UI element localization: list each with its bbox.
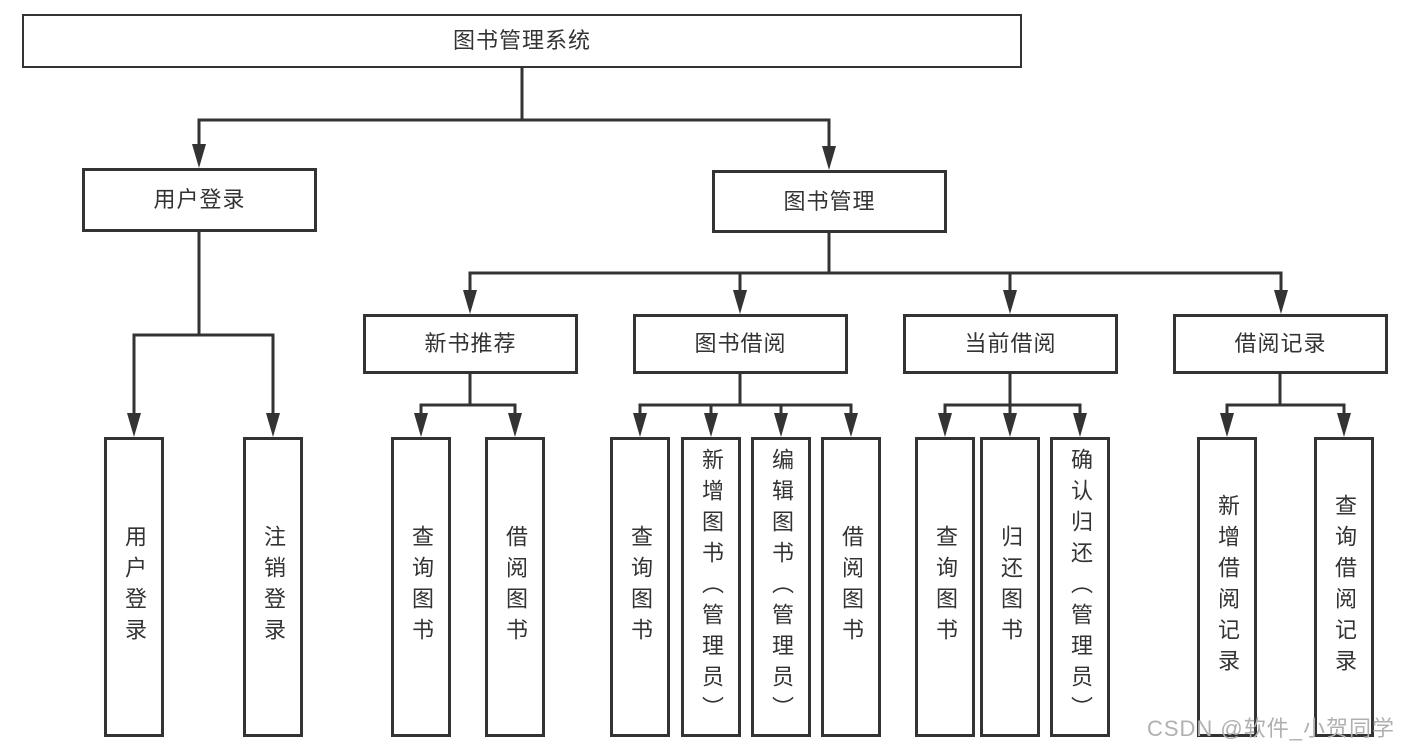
node-label: 借阅图书 [503,525,528,649]
node-label: 图书管理 [783,188,876,214]
leaf-add-books-admin: 新增图书（管理员） [681,437,741,737]
node-new-book-recommend: 新书推荐 [363,314,578,374]
leaf-query-borrow-record: 查询借阅记录 [1314,437,1374,737]
leaf-logout: 注销登录 [243,437,303,737]
node-label: 图书管理系统 [452,28,591,53]
node-label: 用户登录 [153,187,246,212]
node-label: 归还图书 [998,525,1023,649]
leaf-query-books-current: 查询图书 [915,437,975,737]
node-label: 编辑图书（管理员） [769,447,794,727]
node-label: 注销登录 [261,525,286,649]
leaf-query-books-borrow: 查询图书 [610,437,670,737]
node-label: 查询图书 [628,525,653,649]
node-book-management: 图书管理 [712,170,947,233]
node-label: 借阅记录 [1234,331,1327,356]
node-label: 用户登录 [122,525,147,649]
csdn-watermark: CSDN @软件_小贺同学 [1146,716,1395,741]
node-label: 新书推荐 [424,331,517,356]
node-label: 新增图书（管理员） [699,447,724,727]
node-book-management-system: 图书管理系统 [22,14,1022,68]
node-label: 图书借阅 [694,331,787,356]
node-label: 查询借阅记录 [1332,494,1357,680]
node-label: 查询图书 [933,525,958,649]
node-current-borrow: 当前借阅 [903,314,1118,374]
leaf-user-login: 用户登录 [104,437,164,737]
leaf-borrow-books-borrow: 借阅图书 [821,437,881,737]
leaf-query-books-newbook: 查询图书 [391,437,451,737]
leaf-add-borrow-record: 新增借阅记录 [1197,437,1257,737]
node-label: 借阅图书 [839,525,864,649]
leaf-borrow-books-newbook: 借阅图书 [485,437,545,737]
leaf-edit-books-admin: 编辑图书（管理员） [751,437,811,737]
node-label: 新增借阅记录 [1215,494,1240,680]
node-borrow-records: 借阅记录 [1173,314,1388,374]
leaf-confirm-return-admin: 确认归还（管理员） [1050,437,1110,737]
node-label: 确认归还（管理员） [1068,447,1093,727]
node-label: 当前借阅 [964,331,1057,356]
node-book-borrow: 图书借阅 [633,314,848,374]
leaf-return-books: 归还图书 [980,437,1040,737]
node-label: 查询图书 [409,525,434,649]
node-user-login: 用户登录 [82,168,317,232]
